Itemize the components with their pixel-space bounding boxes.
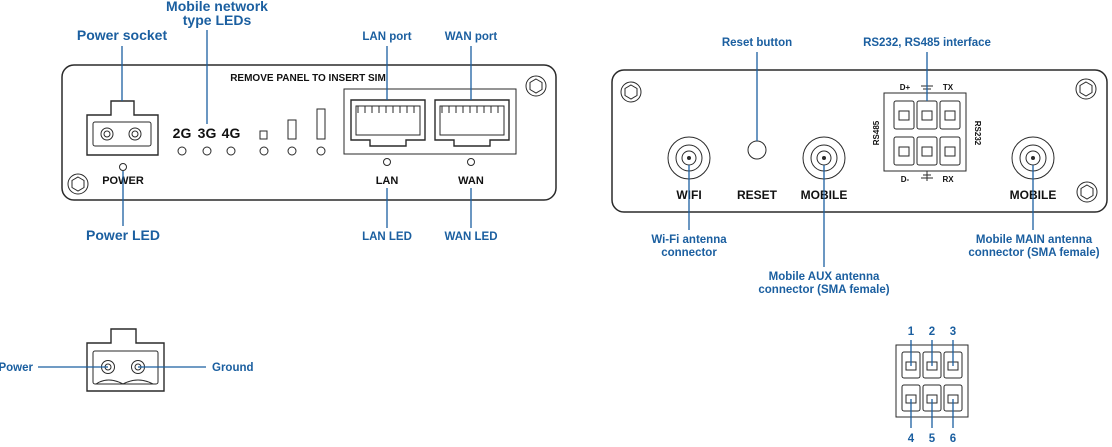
callout-reset-button: Reset button <box>722 37 792 49</box>
rs485-label: RS485 <box>872 120 881 145</box>
callout-main-line2: connector (SMA female) <box>968 247 1099 259</box>
pin-number-5: 5 <box>929 433 936 445</box>
signal-led-1 <box>259 146 269 156</box>
ground-symbol-bottom-icon <box>921 171 933 181</box>
callout-wifi-line1: Wi-Fi antenna <box>651 234 727 246</box>
callout-lan-led: LAN LED <box>362 231 412 243</box>
signal-led-3 <box>316 146 326 156</box>
ground-pin-label: Ground <box>212 362 254 374</box>
pin-tx: TX <box>943 83 954 92</box>
wan-label: WAN <box>458 175 484 187</box>
callout-mobile-leds-line1: Mobile network <box>166 0 268 14</box>
lan-led <box>383 158 391 166</box>
lan-port <box>350 99 426 147</box>
pin-number-2: 2 <box>929 326 935 338</box>
pin-number-3: 3 <box>950 326 956 338</box>
serial-pinout-detail: 1 2 3 4 5 6 <box>895 326 969 445</box>
pin-number-1: 1 <box>908 326 915 338</box>
callout-aux-line1: Mobile AUX antenna <box>769 271 880 283</box>
pin-number-6: 6 <box>950 433 956 445</box>
signal-bar-2 <box>287 119 297 140</box>
signal-bar-3 <box>316 108 326 140</box>
power-socket <box>86 100 159 156</box>
callout-main-line1: Mobile MAIN antenna <box>976 234 1093 246</box>
callout-wifi-line2: connector <box>661 247 717 259</box>
led-label-2g: 2G <box>173 125 192 141</box>
led-4g <box>226 146 236 156</box>
callout-serial-interface: RS232, RS485 interface <box>863 37 991 49</box>
callout-power-socket: Power socket <box>77 27 168 43</box>
back-screw-top-right <box>1075 78 1097 100</box>
back-screw-bottom-right <box>1076 181 1098 203</box>
front-screw-top-right <box>525 75 547 97</box>
callout-lan-port: LAN port <box>362 31 411 43</box>
led-label-3g: 3G <box>198 125 217 141</box>
callout-power-led: Power LED <box>86 227 160 243</box>
back-screw-top-left <box>620 81 642 103</box>
callout-mobile-leds-line2: type LEDs <box>183 12 252 28</box>
front-panel-outline <box>61 64 557 201</box>
sim-notice: REMOVE PANEL TO INSERT SIM <box>230 73 386 84</box>
power-led <box>119 163 127 171</box>
pin-number-4: 4 <box>908 433 915 445</box>
ethernet-block <box>343 88 517 155</box>
wan-led <box>467 158 475 166</box>
back-panel-outline <box>611 69 1108 213</box>
lan-label: LAN <box>376 175 399 187</box>
back-callouts: Reset button RS232, RS485 interface Wi-F… <box>651 37 1099 296</box>
signal-led-2 <box>287 146 297 156</box>
leader-top-pins <box>910 340 954 366</box>
led-2g <box>177 146 187 156</box>
back-panel: WIFI RESET MOBILE D+ TX D- RX RS485 RS23… <box>611 69 1108 213</box>
front-panel: REMOVE PANEL TO INSERT SIM POWER 2G 3G 4… <box>61 64 557 201</box>
pin-d-plus: D+ <box>900 83 911 92</box>
serial-terminal-outline <box>883 92 967 172</box>
pin-d-minus: D- <box>901 175 910 184</box>
reset-label: RESET <box>737 188 778 202</box>
rs232-label: RS232 <box>973 121 982 146</box>
front-callouts: Power socket Mobile network type LEDs Po… <box>77 0 498 243</box>
callout-aux-line2: connector (SMA female) <box>758 284 889 296</box>
power-pin-label: Power <box>0 362 34 374</box>
signal-bar-1 <box>259 130 268 140</box>
leader-bottom-pins <box>910 399 954 428</box>
pin-rx: RX <box>942 175 954 184</box>
led-3g <box>202 146 212 156</box>
front-screw-bottom-left <box>67 173 89 195</box>
wan-port <box>434 99 510 147</box>
led-label-4g: 4G <box>222 125 241 141</box>
callout-wan-port: WAN port <box>445 31 498 43</box>
callout-wan-led: WAN LED <box>444 231 497 243</box>
power-connector-detail: Power Ground <box>0 328 254 392</box>
